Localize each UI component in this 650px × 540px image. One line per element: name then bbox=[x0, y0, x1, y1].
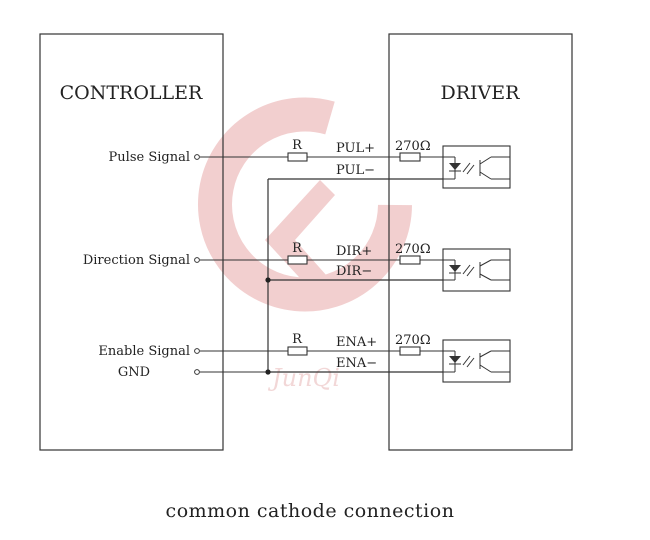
optocoupler-enable bbox=[442, 339, 511, 383]
driver-resistor-label-pulse: 270Ω bbox=[395, 139, 431, 154]
bus-junction-dir bbox=[265, 277, 271, 283]
ena-minus-label: ENA− bbox=[336, 356, 377, 371]
ena-plus-label: ENA+ bbox=[336, 335, 377, 350]
driver-resistor-label-direction: 270Ω bbox=[395, 242, 431, 257]
watermark-logo: JunQi bbox=[198, 97, 412, 392]
pul-minus-label: PUL− bbox=[336, 163, 375, 178]
dir-plus-label: DIR+ bbox=[336, 244, 372, 259]
common-cathode-bus bbox=[267, 178, 455, 373]
resistor-r-direction bbox=[287, 255, 308, 265]
direction-terminal bbox=[194, 257, 200, 263]
pul-plus-label: PUL+ bbox=[336, 141, 375, 156]
watermark-text: JunQi bbox=[267, 364, 340, 392]
optocoupler-pulse bbox=[442, 145, 511, 189]
watermark-ring bbox=[198, 97, 412, 312]
driver-box bbox=[388, 33, 573, 451]
gnd-label: GND bbox=[118, 365, 150, 380]
driver-resistor-pulse bbox=[399, 152, 421, 162]
enable-terminal bbox=[194, 348, 200, 354]
controller-box bbox=[39, 33, 224, 451]
controller-title: CONTROLLER bbox=[60, 82, 203, 104]
resistor-label-pulse: R bbox=[292, 138, 303, 153]
driver-resistor-enable bbox=[399, 346, 421, 356]
gnd-terminal bbox=[194, 369, 200, 375]
driver-resistor-label-enable: 270Ω bbox=[395, 333, 431, 348]
watermark-arrow bbox=[265, 180, 335, 300]
pulse-signal-label: Pulse Signal bbox=[109, 150, 190, 165]
driver-title: DRIVER bbox=[441, 82, 521, 104]
diagram-caption: common cathode connection bbox=[166, 500, 455, 522]
enable-signal-label: Enable Signal bbox=[98, 344, 190, 359]
direction-signal-label: Direction Signal bbox=[83, 253, 190, 268]
bus-junction-ena bbox=[265, 369, 271, 375]
pulse-terminal bbox=[194, 154, 200, 160]
driver-resistor-direction bbox=[399, 255, 421, 265]
resistor-r-enable bbox=[287, 346, 308, 356]
resistor-label-direction: R bbox=[292, 241, 303, 256]
resistor-r-pulse bbox=[287, 152, 308, 162]
dir-minus-label: DIR− bbox=[336, 264, 372, 279]
optocoupler-direction bbox=[442, 248, 511, 292]
resistor-label-enable: R bbox=[292, 332, 303, 347]
